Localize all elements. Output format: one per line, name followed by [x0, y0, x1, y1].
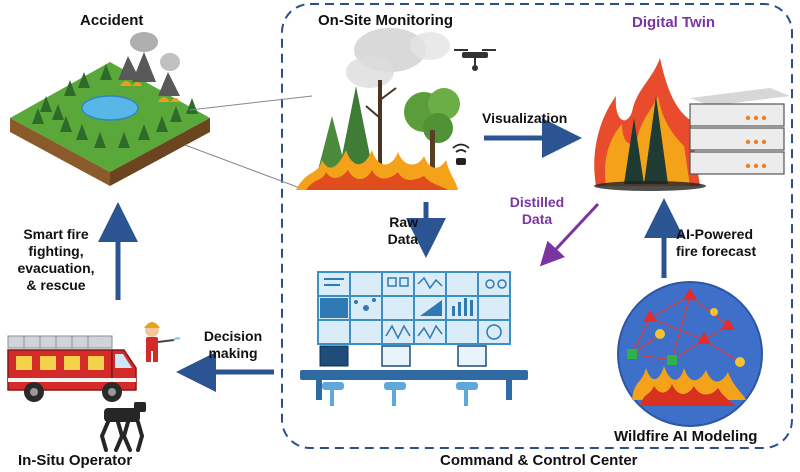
accident-label: Accident [80, 12, 144, 29]
ai-forecast-label: AI-Powered fire forecast [676, 226, 756, 260]
raw-line-2: Data [387, 231, 418, 247]
raw-line-1: Raw [389, 214, 418, 230]
on-site-monitoring-label: On-Site Monitoring [318, 12, 453, 29]
ai-network-globe-icon [617, 281, 763, 427]
sensor-icon [452, 143, 470, 165]
smart-line-3: evacuation, [17, 260, 95, 276]
smart-line-4: & rescue [26, 277, 86, 293]
firefighter-icon [144, 322, 181, 362]
fire-trees-icon [296, 28, 460, 190]
decision-line-2: making [208, 345, 258, 361]
fire-server-icon [594, 58, 790, 191]
ai-forecast-line-2: fire forecast [676, 243, 757, 259]
fire-truck-icon [7, 335, 137, 402]
control-room-icon [300, 271, 528, 406]
distilled-line-2: Data [521, 211, 553, 227]
decision-line-1: Decision [203, 328, 263, 344]
command-center-label: Command & Control Center [440, 452, 638, 469]
forest-island-icon [10, 32, 210, 186]
distilled-data-arrow [539, 202, 600, 267]
drone-icon [454, 49, 496, 71]
smart-line-2: fighting, [28, 243, 84, 259]
ai-forecast-line-1: AI-Powered [676, 226, 754, 242]
distilled-line-1: Distilled [509, 194, 565, 210]
digital-twin-label: Digital Twin [632, 14, 716, 31]
visualization-label: Visualization [482, 110, 568, 126]
distilled-data-label: Distilled Data [502, 194, 572, 228]
decision-making-label: Decision making [196, 328, 270, 362]
raw-data-label: Raw Data [374, 214, 418, 248]
wildfire-ai-label: Wildfire AI Modeling [614, 428, 758, 445]
smart-fire-label: Smart fire fighting, evacuation, & rescu… [4, 226, 108, 294]
in-situ-operator-label: In-Situ Operator [18, 452, 133, 469]
robot-dog-icon [99, 402, 146, 452]
command-center-boundary [281, 3, 793, 449]
smart-line-1: Smart fire [23, 226, 89, 242]
